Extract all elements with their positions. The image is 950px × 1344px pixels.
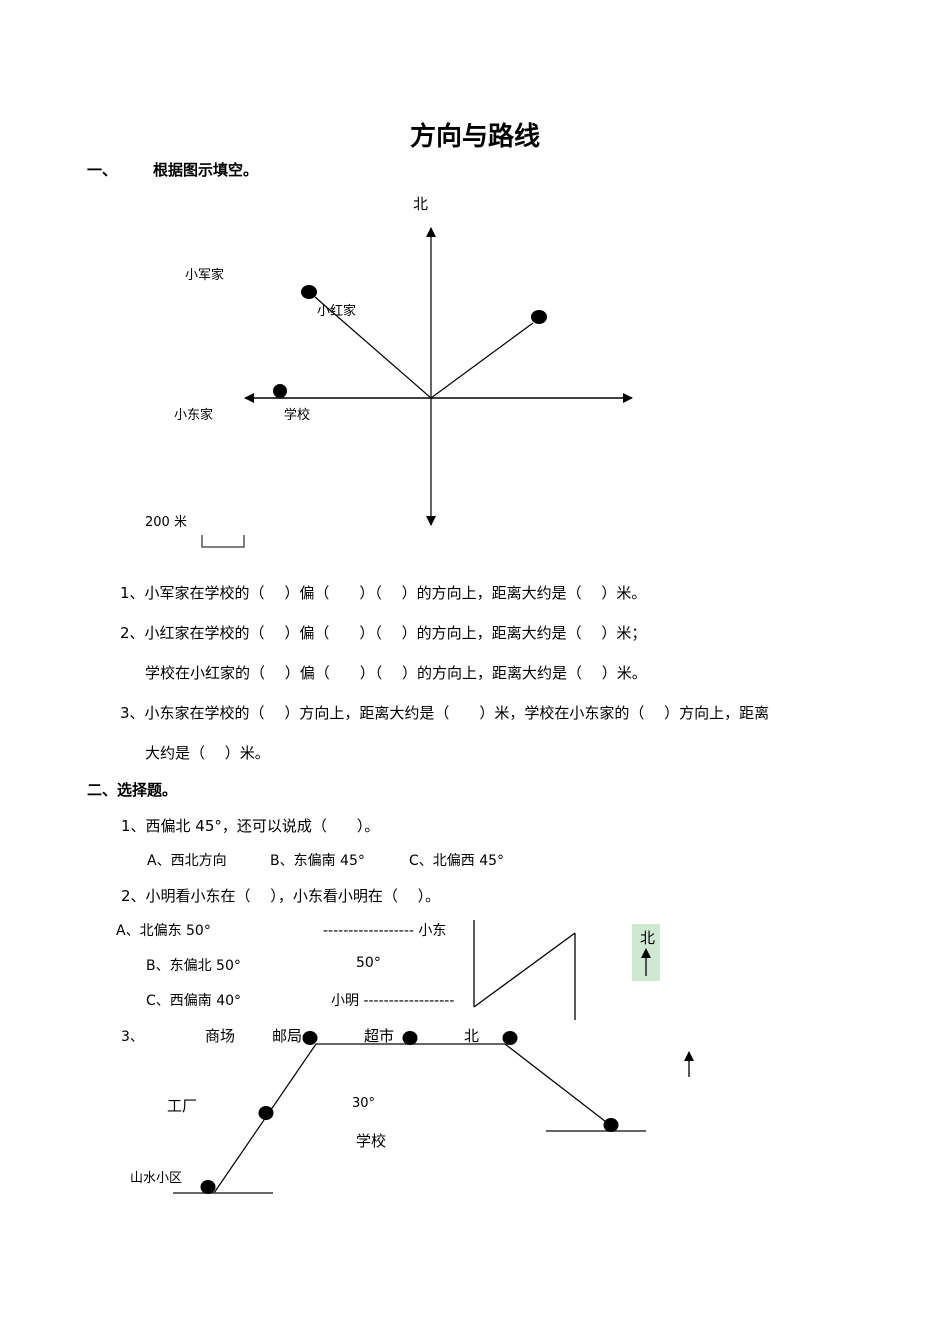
choice-question-3-number: 3、 <box>121 1029 144 1045</box>
post-office-dot <box>302 1031 318 1045</box>
xiaojun-home-dot <box>301 285 317 299</box>
xiaodong-label: ------------------ 小东 <box>323 923 447 939</box>
north-point-dot <box>502 1031 518 1045</box>
choice-q1-option-c: C、北偏西 45° <box>409 853 505 869</box>
north-indicator-box: 北 <box>632 924 660 981</box>
xiaoming-label: 小明 ------------------ <box>331 993 455 1009</box>
factory-label: 工厂 <box>167 1097 198 1115</box>
post-office-label: 邮局 <box>272 1027 303 1045</box>
angle-30-label: 30° <box>352 1096 376 1111</box>
fill-question-1: 1、小军家在学校的（ ）偏（ ）（ ）的方向上，距离大约是（ ）米。 <box>120 584 647 602</box>
fill-question-3a: 3、小东家在学校的（ ）方向上，距离大约是（ ）米，学校在小东家的（ ）方向上，… <box>120 704 770 722</box>
supermarket-label: 超市 <box>364 1027 395 1045</box>
supermarket-dot <box>402 1031 418 1045</box>
choice-q2-option-a: A、北偏东 50° <box>116 923 211 939</box>
community-label: 山水小区 <box>130 1171 183 1186</box>
section1-number: 一、 <box>87 161 118 179</box>
scale-label: 200 米 <box>145 515 187 530</box>
school-label: 学校 <box>284 408 311 423</box>
fill-question-2b: 学校在小红家的（ ）偏（ ）（ ）的方向上，距离大约是（ ）米。 <box>145 664 647 682</box>
fill-question-3b: 大约是（ ）米。 <box>145 744 270 762</box>
choice-question-1: 1、西偏北 45°，还可以说成（ ）。 <box>121 817 380 835</box>
xiaohong-home-label: 小红家 <box>317 304 357 319</box>
angle-50-label: 50° <box>356 955 381 971</box>
north-indicator-label: 北 <box>640 929 656 947</box>
fill-question-2a: 2、小红家在学校的（ ）偏（ ）（ ）的方向上，距离大约是（ ）米； <box>120 624 647 642</box>
xiaodong-home-dot <box>273 384 287 398</box>
north-label: 北 <box>413 195 429 213</box>
factory-dot <box>258 1106 274 1120</box>
xiaohong-home-dot <box>531 310 547 324</box>
north-arrow-icon <box>641 948 651 976</box>
choice-q2-option-b: B、东偏北 50° <box>146 958 241 974</box>
xiaojun-home-label: 小军家 <box>185 268 225 283</box>
school-dot <box>603 1118 619 1132</box>
page-title: 方向与路线 <box>409 122 540 152</box>
school-route-label: 学校 <box>356 1132 387 1150</box>
community-dot <box>200 1180 216 1194</box>
choice-q1-option-b: B、东偏南 45° <box>270 853 365 869</box>
section1-heading: 根据图示填空。 <box>153 161 259 179</box>
choice-question-2: 2、小明看小东在（ ），小东看小明在（ ）。 <box>121 887 441 905</box>
north-route-label: 北 <box>464 1027 480 1045</box>
section2-heading: 二、选择题。 <box>87 781 178 799</box>
mall-label: 商场 <box>205 1027 236 1045</box>
choice-q1-option-a: A、西北方向 <box>147 853 227 869</box>
xiaodong-home-label: 小东家 <box>174 408 214 423</box>
choice-q2-option-c: C、西偏南 40° <box>146 993 242 1009</box>
